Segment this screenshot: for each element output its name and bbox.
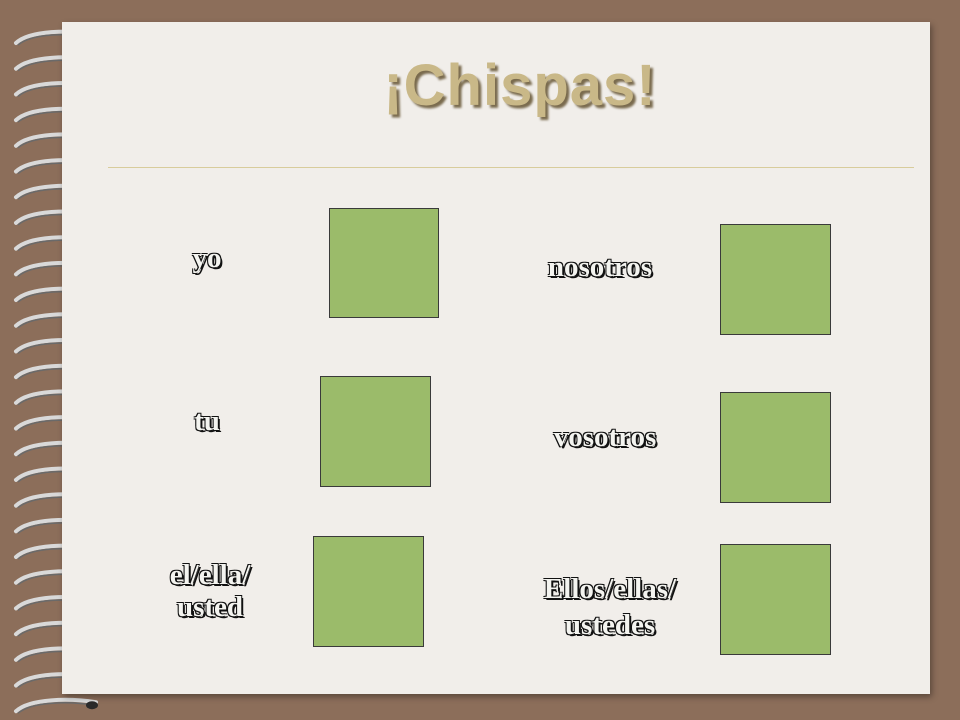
pronoun-tu: tu	[194, 405, 220, 437]
answer-box-tu	[320, 376, 431, 487]
title-divider	[108, 167, 914, 168]
spiral-ring	[14, 697, 98, 714]
answer-box-nosotros	[720, 224, 831, 335]
spiral-hole	[86, 701, 98, 710]
pronoun-nosotros: nosotros	[547, 251, 653, 283]
answer-box-vosotros	[720, 392, 831, 503]
answer-box-yo	[329, 208, 439, 318]
pronoun-el-ella-usted-line1: el/ella/	[169, 559, 251, 591]
answer-box-ellos-ellas-ustedes	[720, 544, 831, 655]
answer-box-el-ella-usted	[313, 536, 424, 647]
slide-title: ¡Chispas!	[383, 53, 657, 118]
pronoun-ellos-ellas-ustedes-line1: Ellos/ellas/	[543, 573, 677, 605]
pronoun-ellos-ellas-ustedes-line2: ustedes	[564, 609, 656, 641]
pronoun-vosotros: vosotros	[553, 421, 657, 453]
pronoun-yo: yo	[192, 242, 222, 274]
pronoun-el-ella-usted-line2: usted	[176, 591, 244, 623]
